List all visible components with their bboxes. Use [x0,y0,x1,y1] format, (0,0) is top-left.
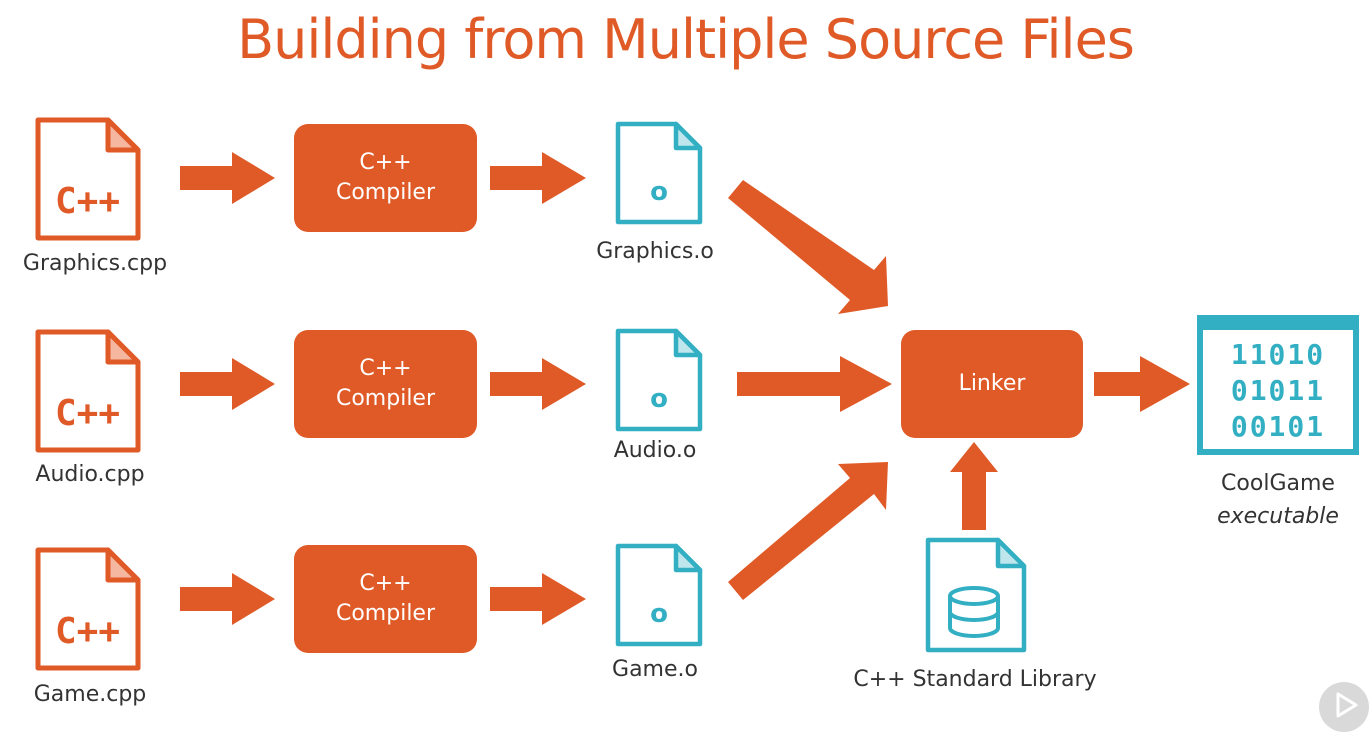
arrow-diagonal-up [728,462,888,600]
object-label: Graphics.o [596,239,714,264]
source-file-icon: C++ [38,550,138,668]
object-glyph: o [650,599,668,629]
executable-kind: executable [1217,504,1339,529]
arrow-diagonal-down [728,180,888,314]
source-label: Game.cpp [33,682,147,707]
compiler-line2: Compiler [335,601,436,626]
binary-icon: 11010 01011 00101 [1197,315,1359,455]
compiler-box: C++ Compiler [294,124,477,232]
arrow-right [490,573,586,625]
arrow-up [950,442,998,530]
diagram-canvas: C++ C++ C++ o o o [0,0,1359,712]
object-file-icon: o [618,124,700,222]
compiler-line1: C++ [359,150,412,175]
object-file-icon: o [618,331,700,429]
compiler-box: C++ Compiler [294,330,477,438]
object-glyph: o [650,177,668,207]
source-label: Graphics.cpp [22,251,168,276]
object-label: Game.o [612,657,698,682]
object-file-icon: o [618,546,700,644]
compiler-line2: Compiler [335,180,436,205]
object-label: Audio.o [613,438,697,463]
arrow-right [490,152,586,204]
diagram-title: Building from Multiple Source Files [237,8,1135,71]
binary-row: 01011 [1231,374,1325,407]
linker-label: Linker [958,371,1026,396]
arrow-right [490,358,586,410]
linker-box: Linker [901,330,1083,438]
source-file-icon: C++ [38,332,138,450]
cpp-glyph: C++ [55,181,120,222]
stdlib-label: C++ Standard Library [853,667,1097,692]
compiler-line1: C++ [359,571,412,596]
compiler-line1: C++ [359,356,412,381]
arrow-right [1094,356,1190,412]
binary-row: 00101 [1231,410,1325,443]
executable-name: CoolGame [1221,471,1335,496]
arrow-right [180,152,275,204]
compiler-box: C++ Compiler [294,545,477,653]
object-glyph: o [650,384,668,414]
play-icon [1336,692,1358,718]
play-button[interactable] [1319,682,1369,732]
arrow-right [737,356,892,412]
compiler-line2: Compiler [335,386,436,411]
arrow-right [180,358,275,410]
source-label: Audio.cpp [35,462,145,487]
arrow-right [180,573,275,625]
binary-row: 11010 [1231,338,1325,371]
cpp-glyph: C++ [55,611,120,652]
database-icon [925,537,1027,653]
cpp-glyph: C++ [55,393,120,434]
source-file-icon: C++ [38,120,138,238]
